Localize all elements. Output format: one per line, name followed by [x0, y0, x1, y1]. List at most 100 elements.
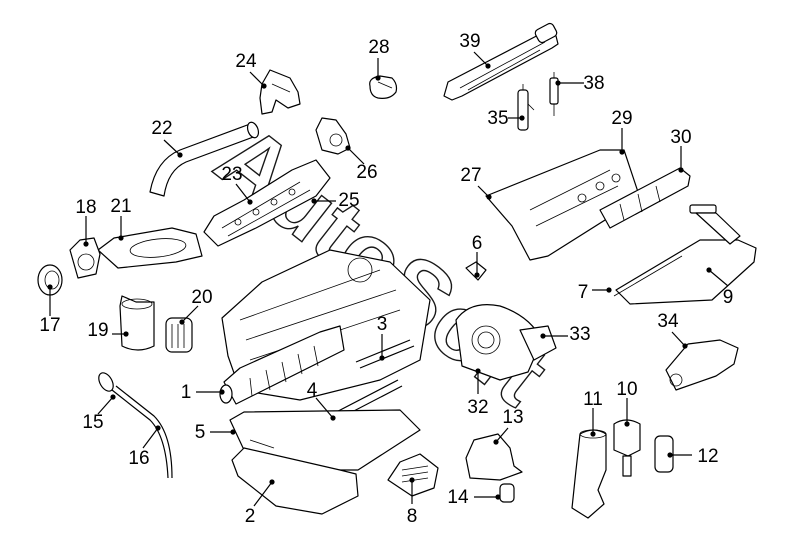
callout-10[interactable]: 10: [616, 379, 638, 427]
callout-5[interactable]: 5: [195, 422, 236, 443]
callout-label[interactable]: 9: [723, 287, 734, 308]
callout-label[interactable]: 26: [356, 162, 377, 183]
callout-label[interactable]: 7: [578, 282, 589, 303]
part-filter-housing[interactable]: [571, 429, 607, 519]
callout-label[interactable]: 22: [151, 118, 172, 139]
callout-30[interactable]: 30: [670, 127, 692, 173]
callout-18[interactable]: 18: [75, 197, 97, 247]
part-intake-pipe[interactable]: [97, 227, 203, 269]
part-cylinder-head[interactable]: [485, 149, 641, 261]
callout-label[interactable]: 15: [82, 412, 103, 433]
part-filter-cartridge[interactable]: [165, 317, 193, 353]
part-throttle-ring[interactable]: [37, 264, 63, 296]
callout-29[interactable]: 29: [611, 108, 633, 155]
callout-label[interactable]: 29: [611, 108, 632, 129]
callout-label[interactable]: 13: [502, 407, 523, 428]
callout-label[interactable]: 2: [245, 506, 256, 527]
part-turbocharger[interactable]: [455, 304, 557, 381]
callout-label[interactable]: 5: [195, 422, 206, 443]
callout-6[interactable]: 6: [472, 233, 483, 278]
part-sensor[interactable]: [499, 483, 515, 503]
part-injector[interactable]: [517, 84, 535, 131]
callout-label[interactable]: 33: [569, 324, 590, 345]
part-dipstick[interactable]: [96, 370, 173, 479]
callout-label[interactable]: 39: [459, 31, 480, 52]
part-pipe[interactable]: [355, 339, 415, 369]
callout-21[interactable]: 21: [110, 196, 132, 241]
callout-label[interactable]: 19: [87, 320, 108, 341]
callout-label[interactable]: 8: [407, 506, 418, 527]
callout-label[interactable]: 12: [697, 446, 718, 467]
callout-39[interactable]: 39: [459, 31, 491, 69]
callout-label[interactable]: 34: [657, 311, 679, 332]
callout-12[interactable]: 12: [667, 446, 719, 467]
callout-3[interactable]: 3: [377, 314, 388, 361]
callout-17[interactable]: 17: [39, 284, 61, 336]
callout-20[interactable]: 20: [179, 287, 213, 325]
part-filter-element[interactable]: [654, 435, 674, 473]
callout-27[interactable]: 27: [460, 165, 492, 200]
callout-label[interactable]: 20: [191, 287, 212, 308]
callout-label[interactable]: 1: [181, 382, 192, 403]
callout-label[interactable]: 27: [460, 165, 481, 186]
callout-label[interactable]: 25: [338, 190, 359, 211]
callout-label[interactable]: 3: [377, 314, 388, 335]
part-egr-valve[interactable]: [315, 117, 351, 155]
callout-9[interactable]: 9: [706, 267, 733, 308]
callout-label[interactable]: 17: [39, 315, 60, 336]
callout-15[interactable]: 15: [82, 394, 116, 433]
callout-label[interactable]: 21: [110, 196, 131, 217]
callout-22[interactable]: 22: [151, 118, 183, 158]
part-bracket[interactable]: [465, 261, 487, 281]
callout-label[interactable]: 10: [616, 379, 637, 400]
callout-7[interactable]: 7: [578, 282, 612, 303]
part-oil-filter[interactable]: [119, 295, 155, 351]
callout-28[interactable]: 28: [368, 37, 390, 81]
part-cap[interactable]: [369, 75, 398, 99]
callout-33[interactable]: 33: [540, 324, 591, 345]
callout-1[interactable]: 1: [181, 382, 225, 403]
callout-19[interactable]: 19: [87, 320, 129, 341]
callout-26[interactable]: 26: [345, 145, 378, 183]
callout-25[interactable]: 25: [311, 190, 360, 211]
callout-11[interactable]: 11: [583, 389, 603, 437]
callout-4[interactable]: 4: [307, 380, 336, 421]
part-oil-pan-lower[interactable]: [231, 447, 359, 515]
part-exhaust-manifold[interactable]: [613, 204, 757, 305]
part-intake-manifold[interactable]: [203, 159, 331, 247]
part-thermostat-housing[interactable]: [259, 69, 301, 115]
callout-34[interactable]: 34: [657, 311, 688, 349]
callout-14[interactable]: 14: [447, 487, 501, 508]
callout-16[interactable]: 16: [128, 425, 161, 469]
part-hose[interactable]: [149, 121, 260, 197]
callout-38[interactable]: 38: [555, 73, 605, 94]
callout-label[interactable]: 24: [235, 51, 257, 72]
callout-2[interactable]: 2: [245, 479, 275, 527]
callout-label[interactable]: 14: [447, 487, 469, 508]
part-glow-plug[interactable]: [549, 72, 559, 116]
callout-label[interactable]: 4: [307, 380, 318, 401]
part-throttle-body[interactable]: [69, 237, 101, 279]
callout-35[interactable]: 35: [487, 108, 525, 129]
callout-label[interactable]: 23: [221, 164, 242, 185]
part-filter[interactable]: [613, 419, 641, 477]
callout-label[interactable]: 38: [583, 73, 604, 94]
callout-label[interactable]: 6: [472, 233, 483, 254]
part-camshaft[interactable]: [599, 167, 691, 229]
callout-label[interactable]: 16: [128, 448, 149, 469]
callout-label[interactable]: 30: [670, 127, 691, 148]
callout-label[interactable]: 35: [487, 108, 508, 129]
callout-label[interactable]: 32: [467, 397, 488, 418]
callout-32[interactable]: 32: [467, 368, 489, 418]
callout-23[interactable]: 23: [221, 164, 253, 205]
callout-13[interactable]: 13: [493, 407, 524, 445]
callout-label[interactable]: 28: [368, 37, 389, 58]
part-fuel-rail[interactable]: [443, 22, 559, 101]
callout-label[interactable]: 11: [583, 389, 603, 410]
part-starter-motor[interactable]: [665, 339, 739, 391]
callout-24[interactable]: 24: [235, 51, 267, 89]
part-oil-cooler[interactable]: [387, 453, 439, 497]
part-mount-bracket[interactable]: [465, 433, 523, 481]
callout-label[interactable]: 18: [75, 197, 96, 218]
callout-8[interactable]: 8: [407, 477, 418, 527]
